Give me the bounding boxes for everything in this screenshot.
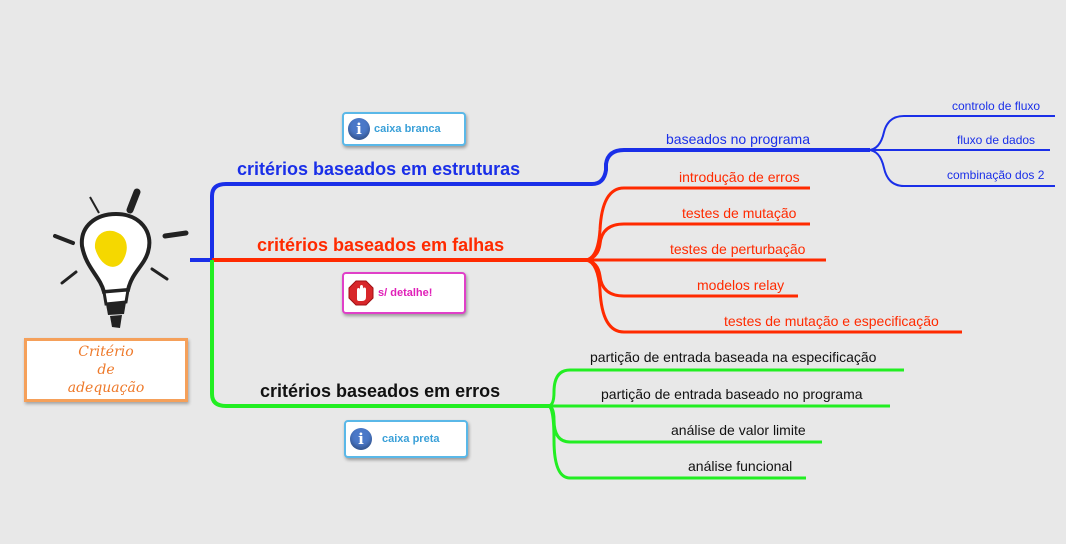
central-topic-line: de xyxy=(97,362,115,378)
callout-white-box[interactable]: i caixa branca xyxy=(342,112,466,146)
topic-boundary-value[interactable]: análise de valor limite xyxy=(671,422,806,438)
topic-program-partition[interactable]: partição de entrada baseado no programa xyxy=(601,386,863,402)
topic-functional-analysis[interactable]: análise funcional xyxy=(688,458,793,474)
info-icon: i xyxy=(350,428,372,450)
branch-errors-label[interactable]: critérios baseados em erros xyxy=(260,381,501,401)
central-topic-line: adequação xyxy=(67,380,145,396)
topic-control-flow[interactable]: controlo de fluxo xyxy=(952,99,1041,113)
branch-structures-label[interactable]: critérios baseados em estruturas xyxy=(237,159,521,179)
callout-label: caixa preta xyxy=(382,433,440,445)
topic-mutation-spec-testing[interactable]: testes de mutação e especificação xyxy=(724,313,939,329)
topic-perturbation-testing[interactable]: testes de perturbação xyxy=(670,241,806,257)
lightbulb-icon xyxy=(53,188,189,328)
topic-error-seeding[interactable]: introdução de erros xyxy=(679,169,800,185)
callout-black-box[interactable]: i caixa preta xyxy=(344,420,468,458)
topic-based-on-program[interactable]: baseados no programa xyxy=(666,131,810,147)
stop-hand-icon xyxy=(348,280,374,306)
topic-mutation-testing[interactable]: testes de mutação xyxy=(682,205,797,221)
callout-label: s/ detalhe! xyxy=(378,287,433,299)
topic-data-flow[interactable]: fluxo de dados xyxy=(957,133,1036,147)
topic-relay-models[interactable]: modelos relay xyxy=(697,277,785,293)
callout-no-detail[interactable]: s/ detalhe! xyxy=(342,272,466,314)
callout-label: caixa branca xyxy=(374,123,441,135)
topic-spec-partition[interactable]: partição de entrada baseada na especific… xyxy=(590,349,877,365)
central-topic[interactable]: Critério de adequação xyxy=(24,338,188,402)
branch-faults-label[interactable]: critérios baseados em falhas xyxy=(257,235,505,255)
info-icon: i xyxy=(348,118,370,140)
topic-combination[interactable]: combinação dos 2 xyxy=(947,168,1045,182)
central-topic-line: Critério xyxy=(78,344,134,360)
